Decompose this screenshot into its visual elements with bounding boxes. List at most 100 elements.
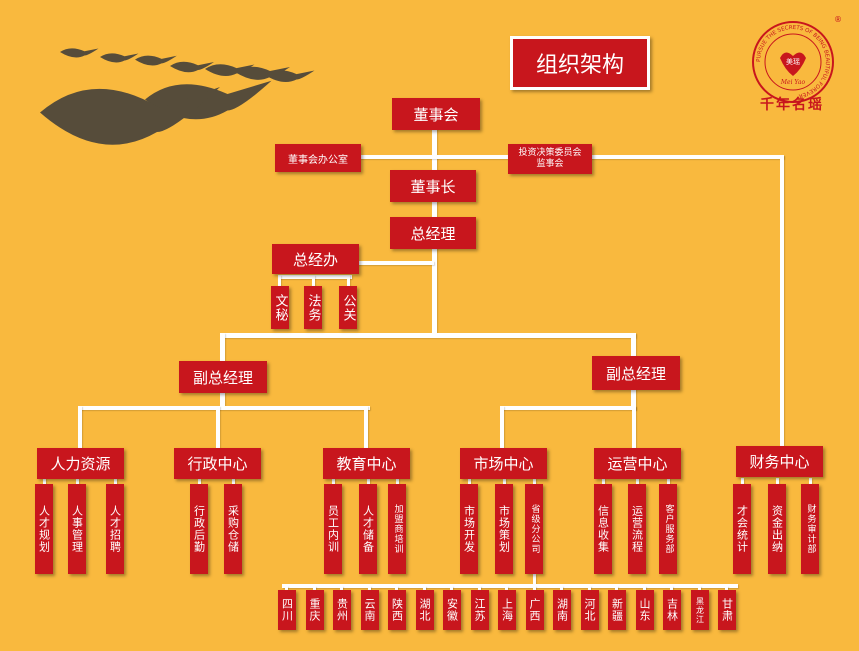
connector-committee-finance xyxy=(590,155,784,159)
brand-name: 千年名瑶 xyxy=(760,97,824,113)
tick-fin-3 xyxy=(809,478,812,484)
tick-province xyxy=(395,586,398,590)
tick-market-2 xyxy=(503,478,506,484)
tick-province xyxy=(697,586,701,590)
province-box: 湖北 xyxy=(415,590,434,630)
connector-vpl-bar xyxy=(78,406,370,410)
tick-market-1 xyxy=(468,478,471,484)
province-box: 广西 xyxy=(525,590,544,630)
tick-province xyxy=(422,586,426,590)
chairman-box: 董事长 xyxy=(390,170,476,202)
tick-market-3 xyxy=(533,478,536,484)
tick-province xyxy=(560,586,563,590)
province-box: 上海 xyxy=(498,590,516,630)
province-box: 贵州 xyxy=(333,590,351,630)
flying-geese-illustration xyxy=(40,48,315,145)
unit-edu-reserve: 人才储备 xyxy=(359,484,377,574)
investment-committee-line-1: 投资决策委员会 xyxy=(518,148,582,158)
province-box: 新疆 xyxy=(608,590,626,630)
tick-edu-3 xyxy=(396,478,399,484)
province-box: 黑龙江 xyxy=(690,590,709,630)
dept-market-box: 市场中心 xyxy=(460,448,547,479)
unit-hr-planning: 人才规划 xyxy=(35,484,53,574)
unit-admin-logistics: 行政后勤 xyxy=(190,484,208,574)
tick-province xyxy=(725,586,728,590)
unit-market-branches: 省级分公司 xyxy=(525,484,543,574)
tick-province xyxy=(642,586,646,590)
connector-vpr-bar xyxy=(500,406,636,410)
unit-ops-info: 信息收集 xyxy=(594,484,612,574)
dept-finance-box: 财务中心 xyxy=(736,446,823,477)
tick-edu-1 xyxy=(332,478,335,484)
connector-gm-unit-2 xyxy=(312,275,315,287)
tick-hr-3 xyxy=(114,478,117,484)
tick-ops-2 xyxy=(636,478,639,484)
tick-hr-1 xyxy=(43,478,46,484)
connector-vpr-down xyxy=(631,388,636,410)
gm-unit-legal: 法务 xyxy=(304,286,322,329)
vp-right-box: 副总经理 xyxy=(592,356,680,390)
brand-logo: PURSUE THE SECRETS OF BEING BEAUTIFUL FO… xyxy=(752,15,842,103)
connector-vp-left xyxy=(220,333,225,363)
tick-province xyxy=(587,586,591,590)
dept-operations-box: 运营中心 xyxy=(594,448,681,479)
unit-market-planning: 市场策划 xyxy=(495,484,513,574)
tick-admin-1 xyxy=(198,478,201,484)
tick-province xyxy=(670,586,673,590)
province-box: 安徽 xyxy=(443,590,461,630)
tick-fin-1 xyxy=(741,478,744,484)
province-box: 陕西 xyxy=(388,590,406,630)
connector-board-office xyxy=(360,155,508,159)
unit-edu-training: 员工内训 xyxy=(324,484,342,574)
unit-ops-service: 客户服务部 xyxy=(659,484,677,574)
tick-province xyxy=(312,586,316,590)
unit-fin-cashier: 资金出纳 xyxy=(768,484,786,574)
tick-province xyxy=(367,586,371,590)
unit-market-development: 市场开发 xyxy=(460,484,478,574)
unit-hr-management: 人事管理 xyxy=(68,484,86,574)
unit-ops-process: 运营流程 xyxy=(628,484,646,574)
gm-unit-secretary: 文秘 xyxy=(271,286,289,329)
board-box: 董事会 xyxy=(392,98,480,130)
tick-province xyxy=(340,586,343,590)
connector-vp-bar xyxy=(220,333,636,338)
connector-finance-vertical xyxy=(780,155,784,446)
tick-province xyxy=(615,586,618,590)
connector-gm-unit-3 xyxy=(347,275,350,287)
tick-province xyxy=(477,586,481,590)
unit-admin-procurement: 采购仓储 xyxy=(224,484,242,574)
unit-hr-recruitment: 人才招聘 xyxy=(106,484,124,574)
province-box: 江苏 xyxy=(470,590,489,630)
province-box: 甘肃 xyxy=(718,590,736,630)
board-office-box: 董事会办公室 xyxy=(275,144,361,172)
general-manager-box: 总经理 xyxy=(390,217,476,249)
tick-province xyxy=(285,586,288,590)
tick-province xyxy=(505,586,508,590)
connector-market xyxy=(500,406,504,448)
logo-seal-text: 美瑶 xyxy=(786,57,800,66)
dept-hr-box: 人力资源 xyxy=(37,448,124,479)
tick-admin-2 xyxy=(232,478,235,484)
connector-gm-unit-1 xyxy=(278,275,281,287)
tick-province xyxy=(450,586,453,590)
province-box: 河北 xyxy=(580,590,599,630)
dept-education-box: 教育中心 xyxy=(323,448,410,479)
investment-committee-line-2: 监事会 xyxy=(536,159,564,169)
connector-vpl-down xyxy=(220,392,225,408)
tick-ops-3 xyxy=(667,478,670,484)
page-title: 组织架构 xyxy=(510,36,650,90)
investment-committee-box: 投资决策委员会 监事会 xyxy=(508,144,592,174)
province-box: 四川 xyxy=(278,590,296,630)
province-box: 湖南 xyxy=(553,590,571,630)
province-box: 重庆 xyxy=(305,590,324,630)
unit-fin-audit: 财务审计部 xyxy=(801,484,819,574)
connector-gm-office xyxy=(358,261,434,265)
gm-office-box: 总经办 xyxy=(272,244,359,274)
connector-province-bar xyxy=(282,584,738,588)
province-box: 山东 xyxy=(635,590,654,630)
connector-hr xyxy=(78,406,82,448)
dept-admin-box: 行政中心 xyxy=(174,448,261,479)
tick-fin-2 xyxy=(776,478,779,484)
registered-mark: ® xyxy=(834,15,842,24)
connector-branch-down xyxy=(533,574,536,586)
